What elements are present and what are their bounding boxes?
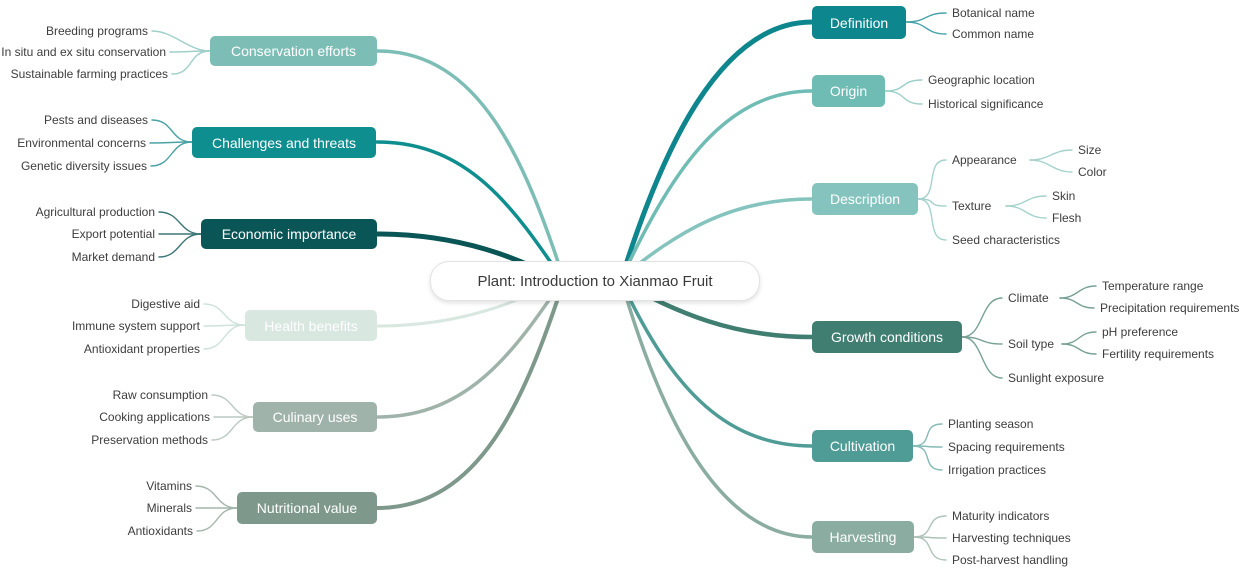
curve-origin (620, 89, 814, 279)
branch-node-harvesting[interactable]: Harvesting (812, 521, 914, 553)
leaf-node-flesh[interactable]: Flesh (1052, 211, 1082, 225)
leaf-node-vitamins[interactable]: Vitamins (146, 479, 192, 493)
leaf-node-harvesting-techniques[interactable]: Harvesting techniques (952, 531, 1071, 545)
curve-harvesting (620, 281, 814, 539)
leaf-node-temperature-range[interactable]: Temperature range (1102, 279, 1204, 293)
leaf-node-cooking-applications[interactable]: Cooking applications (99, 410, 210, 424)
branch-node-definition[interactable]: Definition (812, 6, 906, 39)
branch-node-culinary-uses[interactable]: Culinary uses (253, 402, 377, 432)
leaf-node-texture[interactable]: Texture (952, 199, 992, 213)
leaf-node-botanical-name[interactable]: Botanical name (952, 6, 1035, 20)
leaf-node-maturity-indicators[interactable]: Maturity indicators (952, 509, 1050, 523)
leaf-node-seed-characteristics[interactable]: Seed characteristics (952, 233, 1061, 247)
leaf-node-export-potential[interactable]: Export potential (71, 227, 155, 241)
branch-node-description[interactable]: Description (812, 183, 918, 215)
leaf-node-climate[interactable]: Climate (1008, 291, 1049, 305)
leaf-node-fertility-requirements[interactable]: Fertility requirements (1102, 347, 1215, 361)
branch-node-origin[interactable]: Origin (812, 75, 885, 107)
leaf-node-antioxidant-properties[interactable]: Antioxidant properties (83, 342, 200, 356)
leaf-node-agricultural-production[interactable]: Agricultural production (35, 205, 155, 219)
leaf-node-appearance[interactable]: Appearance (952, 153, 1017, 167)
branch-node-cultivation[interactable]: Cultivation (812, 430, 913, 462)
leaf-node-market-demand[interactable]: Market demand (71, 250, 155, 264)
branch-node-growth-conditions[interactable]: Growth conditions (812, 321, 962, 353)
leaf-node-common-name[interactable]: Common name (952, 27, 1035, 41)
branch-node-economic-importance[interactable]: Economic importance (201, 219, 377, 249)
leaf-node-breeding-programs[interactable]: Breeding programs (45, 24, 148, 38)
leaf-node-geographic-location[interactable]: Geographic location (928, 73, 1035, 87)
leaf-node-preservation-methods[interactable]: Preservation methods (91, 433, 208, 447)
leaf-node-pests-and-diseases[interactable]: Pests and diseases (43, 113, 148, 127)
branch-node-challenges-and-threats[interactable]: Challenges and threats (192, 127, 376, 158)
leaf-node-soil-type[interactable]: Soil type (1008, 337, 1055, 351)
leaf-node-immune-system-support[interactable]: Immune system support (71, 319, 200, 333)
curve-conservation (375, 49, 567, 285)
leaf-node-precipitation-reqs[interactable]: Precipitation requirements (1100, 301, 1240, 315)
leaf-node-skin[interactable]: Skin (1052, 189, 1076, 203)
leaf-node-size[interactable]: Size (1078, 143, 1102, 157)
leaf-node-genetic-diversity[interactable]: Genetic diversity issues (20, 159, 147, 173)
branch-node-health-benefits[interactable]: Health benefits (245, 310, 377, 341)
leaf-node-planting-season[interactable]: Planting season (948, 417, 1034, 431)
leaf-node-minerals[interactable]: Minerals (146, 501, 192, 515)
leaf-node-digestive-aid[interactable]: Digestive aid (131, 297, 200, 311)
curve-nutritional (375, 275, 567, 510)
root-node[interactable]: Plant: Introduction to Xianmao Fruit (430, 261, 760, 301)
leaf-node-post-harvest-handling[interactable]: Post-harvest handling (952, 553, 1069, 567)
leaf-node-raw-consumption[interactable]: Raw consumption (112, 388, 208, 402)
curve-culinary (375, 275, 567, 419)
branch-node-nutritional-value[interactable]: Nutritional value (237, 492, 377, 524)
leaf-node-in-situ-ex-situ-conservation[interactable]: In situ and ex situ conservation (1, 45, 166, 59)
leaf-connector-curves (149, 12, 1097, 561)
leaf-node-environmental-concerns[interactable]: Environmental concerns (17, 136, 146, 150)
leaf-node-antioxidants[interactable]: Antioxidants (127, 524, 193, 538)
leaf-node-sustainable-farming[interactable]: Sustainable farming practices (10, 67, 168, 81)
branch-node-conservation-efforts[interactable]: Conservation efforts (210, 36, 377, 66)
curve-challenges (375, 140, 567, 285)
leaf-node-color[interactable]: Color (1078, 165, 1107, 179)
leaf-node-spacing-requirements[interactable]: Spacing requirements (948, 440, 1065, 454)
leaf-node-irrigation-practices[interactable]: Irrigation practices (948, 463, 1047, 477)
curve-definition (619, 19, 815, 280)
leaf-node-sunlight-exposure[interactable]: Sunlight exposure (1008, 371, 1105, 385)
leaf-node-historical-significance[interactable]: Historical significance (928, 97, 1044, 111)
leaf-node-ph-preference[interactable]: pH preference (1102, 325, 1179, 339)
curve-cultivation (620, 281, 814, 448)
